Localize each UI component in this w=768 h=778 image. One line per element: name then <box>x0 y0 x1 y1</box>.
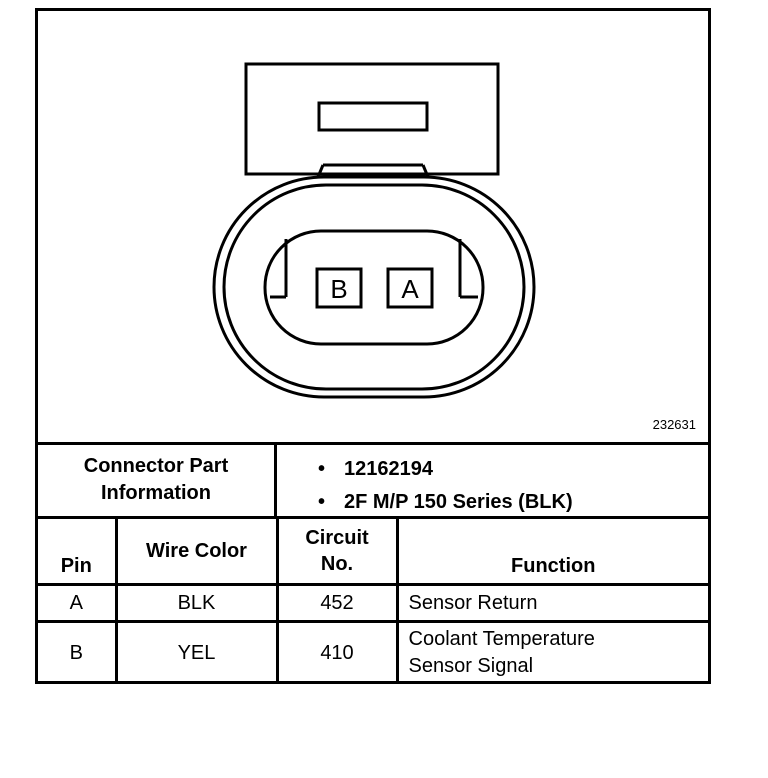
connector-face-view: B A <box>212 62 536 399</box>
header-circuit-line2: No. <box>320 553 354 575</box>
cell-pin: B <box>38 620 118 683</box>
part-number: 12162194 <box>344 458 433 480</box>
header-circuit-line1: Circuit <box>305 527 369 549</box>
connector-drawing: B A 232631 <box>38 11 708 445</box>
table-row: A BLK 452 Sensor Return <box>38 583 708 623</box>
cell-circuit: 410 <box>275 620 399 683</box>
cell-pin: A <box>38 583 118 623</box>
function-line2: Sensor Signal <box>408 655 534 677</box>
cell-circuit: 452 <box>275 583 399 623</box>
function-line1: Coolant Temperature <box>408 628 595 650</box>
pin-b-label: B <box>330 274 347 304</box>
connector-info-label-line1: Connector Part <box>83 455 229 477</box>
lock-tab-slot <box>317 101 429 132</box>
cell-function: Sensor Return <box>395 583 708 623</box>
pin-a-box <box>386 267 434 309</box>
function-line1: Sensor Return <box>408 591 538 614</box>
connector-info-label-line2: Information <box>101 482 211 504</box>
connector-info-list: • 12162194 • 2F M/P 150 Series (BLK) <box>318 453 573 519</box>
terminal-cavity <box>263 229 485 346</box>
header-pin: Pin <box>38 519 118 586</box>
table-row: B YEL 410 Coolant Temperature Sensor Sig… <box>38 620 708 683</box>
pin-a-label: A <box>401 274 419 304</box>
connector-figure: B A 232631 Connector Part Information • 1… <box>35 8 711 684</box>
connector-info-row: Connector Part Information • 12162194 • 2F… <box>38 445 708 519</box>
connector-info-label: Connector Part Information <box>38 445 277 516</box>
header-function: Function <box>395 519 708 586</box>
connector-info-item: • 2F M/P 150 Series (BLK) <box>318 486 573 519</box>
connector-info-item: • 12162194 <box>318 453 573 486</box>
pinout-table: Pin Wire Color Circuit No. Function A BL… <box>38 519 708 683</box>
header-circuit-no: Circuit No. <box>275 519 399 586</box>
cell-wire-color: BLK <box>114 583 279 623</box>
header-wire-color: Wire Color <box>114 519 279 586</box>
bullet: • <box>318 458 326 480</box>
connector-series: 2F M/P 150 Series (BLK) <box>344 491 573 513</box>
cell-function: Coolant Temperature Sensor Signal <box>395 620 708 683</box>
cell-wire-color: YEL <box>114 620 279 683</box>
figure-id: 232631 <box>652 417 696 432</box>
bullet: • <box>318 491 326 513</box>
table-header-row: Pin Wire Color Circuit No. Function <box>38 519 708 586</box>
pin-b-box <box>315 267 363 309</box>
